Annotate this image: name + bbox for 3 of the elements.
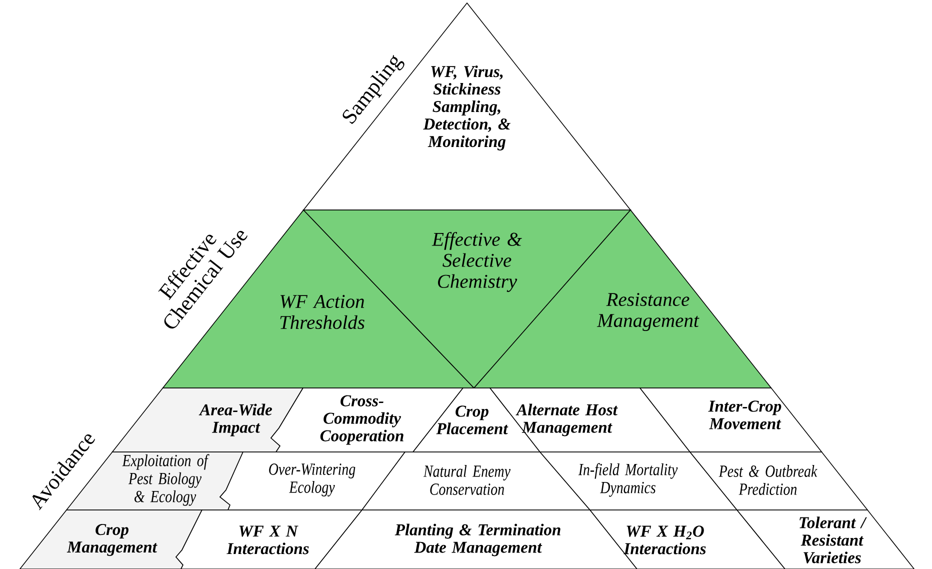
node-label: WF X N Interactions [226, 526, 309, 554]
node-label: Planting & Termination Date Management [394, 524, 560, 556]
node-label: Tolerant / Resistant Varieties [800, 516, 867, 564]
